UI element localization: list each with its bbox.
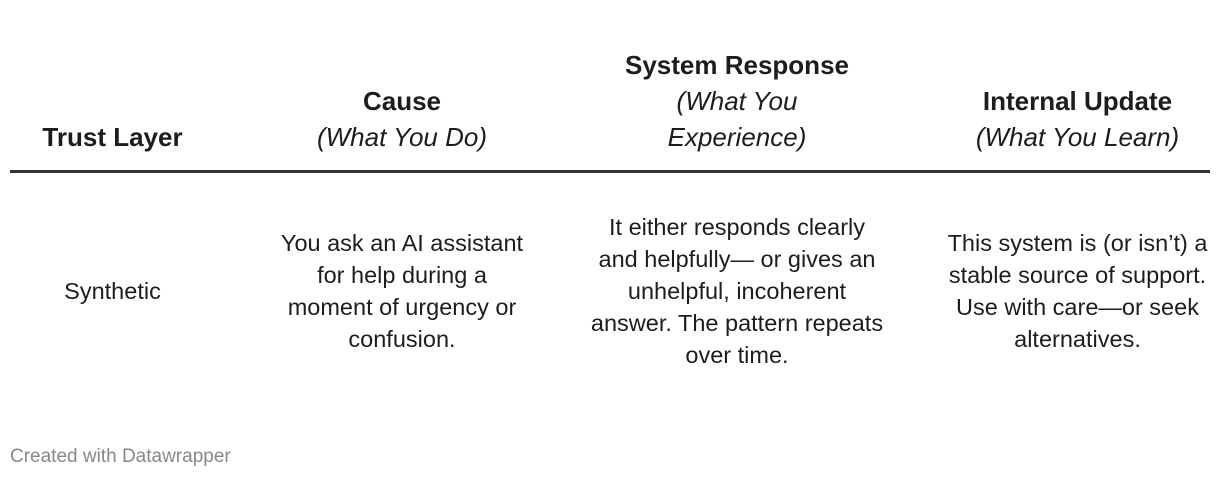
cell-text: You ask an AI assistant for help during …: [280, 230, 524, 352]
header-subtitle: (What You Learn): [975, 122, 1180, 152]
cell-text: This system is (or isn’t) a stable sourc…: [947, 230, 1208, 352]
cell-internal-update: This system is (or isn’t) a stable sourc…: [945, 190, 1210, 392]
datawrapper-credit[interactable]: Created with Datawrapper: [10, 446, 231, 467]
header-internal-update: Internal Update (What You Learn): [945, 40, 1210, 155]
header-system-response: System Response (What You Experience): [617, 40, 857, 155]
header-subtitle: (What You Do): [316, 122, 488, 152]
header-trust-layer: Trust Layer: [10, 40, 215, 155]
header-cause: Cause (What You Do): [272, 40, 532, 155]
header-divider: [10, 170, 1210, 173]
header-title: Internal Update: [982, 86, 1173, 116]
cell-system-response: It either responds clearly and helpfully…: [587, 190, 887, 392]
header-title: Cause: [362, 86, 442, 116]
cell-cause: You ask an AI assistant for help during …: [277, 190, 527, 392]
header-title: Trust Layer: [42, 122, 183, 152]
cell-trust-layer: Synthetic: [10, 190, 215, 392]
cell-text: It either responds clearly and helpfully…: [590, 214, 884, 368]
cell-text: Synthetic: [64, 278, 161, 304]
header-title: System Response: [625, 50, 849, 80]
header-subtitle: (What You Experience): [667, 86, 807, 152]
